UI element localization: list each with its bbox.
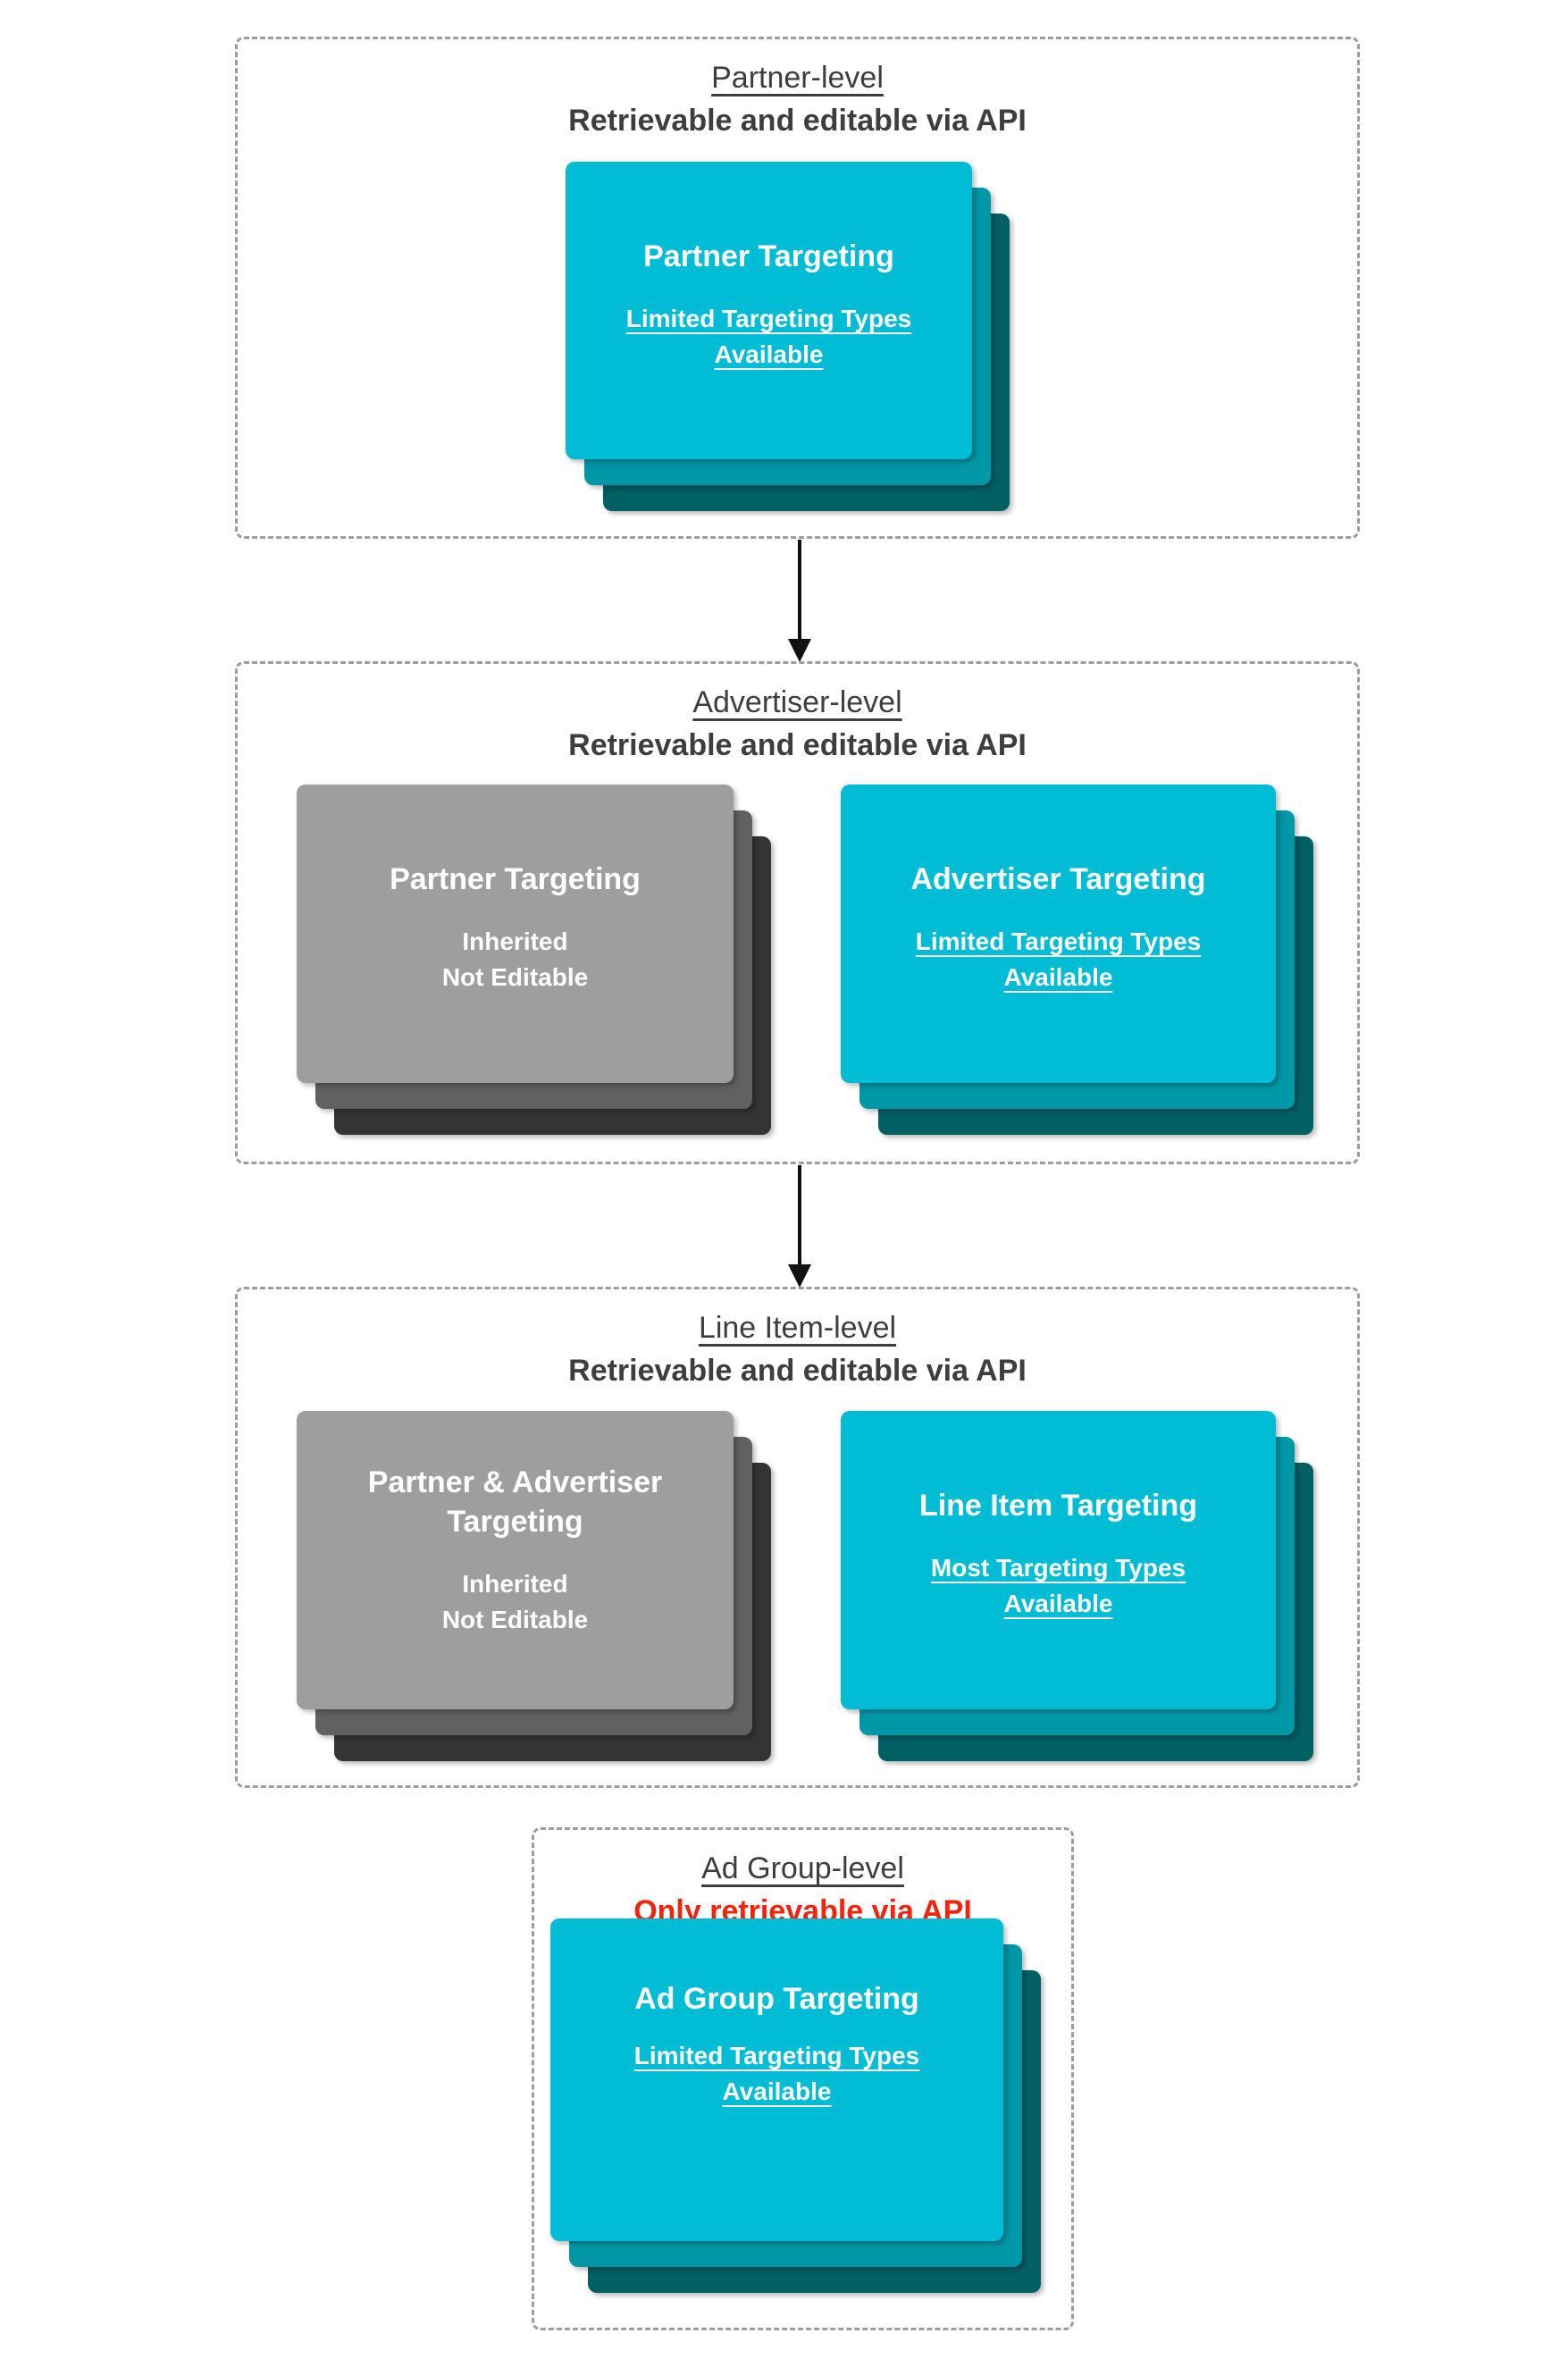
section-ad-group-level: Ad Group-level Only retrievable via API …	[532, 1827, 1074, 2330]
card-subtitle-line: Limited Targeting Types	[633, 2042, 920, 2069]
flow-arrow-down-2	[788, 1165, 811, 1288]
card-title: Partner Targeting	[643, 239, 894, 273]
arrow-head-icon	[788, 1264, 811, 1288]
card-stack-partner-targeting: Partner Targeting Limited Targeting Type…	[566, 162, 1010, 511]
card-subtitle: Most Targeting Types Available	[841, 1550, 1276, 1622]
card-subtitle-line: Not Editable	[441, 963, 589, 991]
section-advertiser-level: Advertiser-level Retrievable and editabl…	[235, 661, 1360, 1164]
section-title: Advertiser-level	[692, 685, 902, 719]
card-subtitle: Limited Targeting Types Available	[566, 301, 972, 373]
card-line-item-targeting: Line Item Targeting Most Targeting Types…	[841, 1411, 1276, 1709]
card-title: Ad Group Targeting	[634, 1982, 919, 2016]
card-partner-advertiser-targeting: Partner & Advertiser Targeting Inherited…	[297, 1411, 734, 1709]
section-subtitle: Retrievable and editable via API	[568, 104, 1027, 138]
section-line-item-level: Line Item-level Retrievable and editable…	[235, 1287, 1360, 1788]
card-partner-targeting: Partner Targeting Limited Targeting Type…	[566, 162, 972, 459]
section-subtitle: Retrievable and editable via API	[568, 1354, 1027, 1388]
card-subtitle-line: Available	[1003, 1590, 1113, 1617]
card-subtitle-line: Inherited	[462, 927, 568, 955]
card-stack-partner-targeting-inherited: Partner Targeting Inherited Not Editable	[297, 785, 771, 1135]
card-subtitle-line: Available	[1003, 963, 1113, 991]
card-stack-ad-group-targeting: Ad Group Targeting Limited Targeting Typ…	[550, 1918, 1041, 2293]
card-title: Line Item Targeting	[918, 1489, 1198, 1523]
card-advertiser-targeting: Advertiser Targeting Limited Targeting T…	[841, 785, 1276, 1083]
section-title: Ad Group-level	[701, 1851, 904, 1885]
card-title: Partner & Advertiser Targeting	[367, 1465, 663, 1539]
card-stack-advertiser-targeting: Advertiser Targeting Limited Targeting T…	[841, 785, 1313, 1135]
card-subtitle-line: Most Targeting Types	[930, 1554, 1186, 1582]
section-subtitle: Retrievable and editable via API	[568, 728, 1027, 762]
card-title: Advertiser Targeting	[910, 862, 1206, 896]
card-ad-group-targeting: Ad Group Targeting Limited Targeting Typ…	[550, 1918, 1003, 2241]
card-subtitle-line: Limited Targeting Types	[625, 305, 912, 332]
card-subtitle: Inherited Not Editable	[297, 1566, 734, 1638]
arrow-shaft	[798, 540, 801, 639]
section-partner-level: Partner-level Retrievable and editable v…	[235, 37, 1360, 539]
flow-arrow-down-1	[788, 540, 811, 662]
arrow-head-icon	[788, 639, 811, 662]
card-subtitle-line: Inherited	[462, 1570, 568, 1598]
card-stack-partner-advertiser-targeting: Partner & Advertiser Targeting Inherited…	[297, 1411, 771, 1761]
card-title: Partner Targeting	[390, 862, 641, 896]
card-subtitle-line: Not Editable	[441, 1606, 589, 1633]
card-partner-targeting-inherited: Partner Targeting Inherited Not Editable	[297, 785, 734, 1083]
card-subtitle: Inherited Not Editable	[297, 924, 734, 995]
card-subtitle: Limited Targeting Types Available	[550, 2038, 1003, 2110]
section-title: Line Item-level	[698, 1311, 897, 1345]
card-subtitle-line: Available	[722, 2077, 832, 2105]
card-subtitle-line: Limited Targeting Types	[915, 927, 1202, 955]
card-subtitle: Limited Targeting Types Available	[841, 924, 1276, 995]
card-stack-line-item-targeting: Line Item Targeting Most Targeting Types…	[841, 1411, 1313, 1761]
section-title: Partner-level	[711, 61, 884, 95]
arrow-shaft	[798, 1165, 801, 1264]
card-subtitle-line: Available	[714, 340, 824, 368]
